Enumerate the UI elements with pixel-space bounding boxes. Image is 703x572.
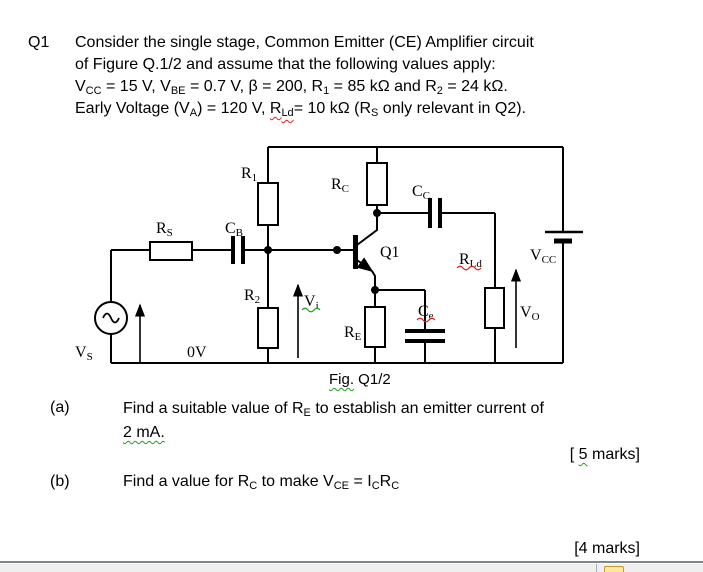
label-rc: RC xyxy=(331,176,349,195)
resistor-rc xyxy=(366,162,388,206)
question-line: VCC = 15 V, VBE = 0.7 V, β = 200, R1 = 8… xyxy=(75,78,508,97)
resistor-r2 xyxy=(257,307,279,349)
circuit-wires xyxy=(110,146,564,364)
question-line: of Figure Q.1/2 and assume that the foll… xyxy=(75,56,496,73)
resistor-r1 xyxy=(257,182,279,226)
squiggle-vi xyxy=(301,307,321,313)
battery-vcc xyxy=(545,230,583,244)
label-q1: Q1 xyxy=(380,244,400,261)
label-r2: R2 xyxy=(244,287,260,306)
statusbar-divider-icon xyxy=(596,564,597,572)
question-number: Q1 xyxy=(28,34,50,51)
part-b-marks: [4 marks] xyxy=(574,540,640,557)
part-a-marks: [ 5 marks] xyxy=(569,446,640,463)
label-vi: Vi xyxy=(304,293,319,312)
label-vs: VS xyxy=(75,344,93,363)
label-vcc: VCC xyxy=(530,247,556,266)
label-r1: R1 xyxy=(241,165,257,184)
question-line: Early Voltage (VA) = 120 V, RLd= 10 kΩ (… xyxy=(75,100,526,119)
label-re: RE xyxy=(344,324,362,343)
junction-dots xyxy=(264,209,381,294)
squiggle-rld xyxy=(456,265,482,271)
label-ce: Ce xyxy=(418,303,434,322)
statusbar xyxy=(0,561,703,572)
squiggle-ce xyxy=(416,317,436,323)
part-a-label: (a) xyxy=(50,399,70,416)
label-vo: VO xyxy=(520,304,540,323)
part-a-line: Find a suitable value of RE to establish… xyxy=(123,400,544,419)
part-b-label: (b) xyxy=(50,473,70,490)
resistor-rs xyxy=(149,241,193,261)
part-a-text: Find a suitable value of RE to establish… xyxy=(123,397,544,445)
statusbar-yellow-icon[interactable] xyxy=(604,566,624,572)
part-b-line: Find a value for RC to make VCE = ICRC xyxy=(123,473,400,492)
figure-caption: Fig. Q1/2 xyxy=(329,371,391,388)
ac-source-vs xyxy=(94,301,128,335)
label-0v: 0V xyxy=(187,344,207,361)
label-rs: RS xyxy=(156,220,173,239)
part-a-line: 2 mA. xyxy=(123,424,165,441)
resistor-rld xyxy=(484,287,505,329)
label-cc: CC xyxy=(412,183,430,202)
resistor-re xyxy=(364,306,386,348)
label-cb: CB xyxy=(225,220,243,239)
question-line: Consider the single stage, Common Emitte… xyxy=(75,34,534,51)
question-text: Consider the single stage, Common Emitte… xyxy=(75,32,534,120)
transistor-q1 xyxy=(353,213,378,290)
part-b-text: Find a value for RC to make VCE = ICRC xyxy=(123,471,399,493)
